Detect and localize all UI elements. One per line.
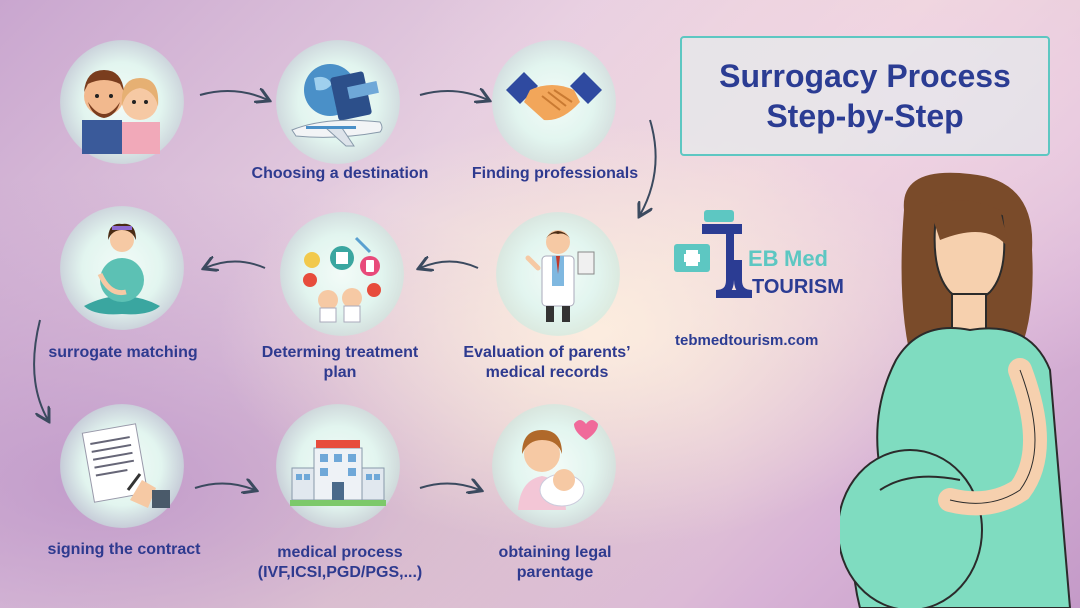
logo-tourism-text: TOURISM: [752, 276, 844, 298]
step-professionals: [492, 40, 616, 164]
step-parentage: [492, 404, 616, 528]
title-box: Surrogacy Process Step-by-Step: [680, 36, 1050, 156]
mother-baby-icon: [518, 420, 598, 510]
label-medical: medical process (IVF,ICSI,PGD/PGS,...): [257, 544, 423, 581]
doctor-icon: [525, 230, 595, 322]
hospital-icon: [290, 440, 386, 506]
logo-med-text: Med: [784, 246, 828, 271]
pregnant-woman-illustration: [840, 172, 1072, 608]
logo-mark: [674, 210, 753, 298]
label-treatment: Determing treatment plan: [261, 344, 419, 381]
website-url: tebmedtourism.com: [675, 332, 819, 349]
brand-logo: EB Med TOURISM: [672, 210, 848, 310]
contract-signing-icon: [81, 423, 170, 508]
label-surrogate: surrogate matching: [48, 344, 198, 361]
pregnant-woman-icon: [84, 223, 160, 315]
logo-eb-text: EB: [748, 246, 779, 271]
label-evaluation: Evaluation of parents’ medical records: [463, 344, 631, 381]
step-treatment: [280, 212, 404, 336]
step-evaluation: [496, 212, 620, 336]
label-professionals: Finding professionals: [471, 165, 639, 182]
plane-passport-icon: [291, 64, 383, 147]
title-line-2: Step-by-Step: [766, 98, 964, 134]
medical-plan-icon: [303, 236, 381, 323]
step-medical: [276, 404, 400, 528]
label-parentage: obtaining legal parentage: [498, 544, 612, 581]
step-contract: [60, 404, 184, 528]
couple-icon: [82, 70, 160, 154]
handshake-icon: [506, 72, 602, 121]
label-contract: signing the contract: [47, 541, 201, 558]
title-line-1: Surrogacy Process: [719, 58, 1011, 94]
step-destination: [276, 40, 400, 164]
label-destination: Choosing a destination: [251, 165, 429, 182]
step-surrogate: [60, 206, 184, 330]
step-couple: [60, 40, 184, 164]
